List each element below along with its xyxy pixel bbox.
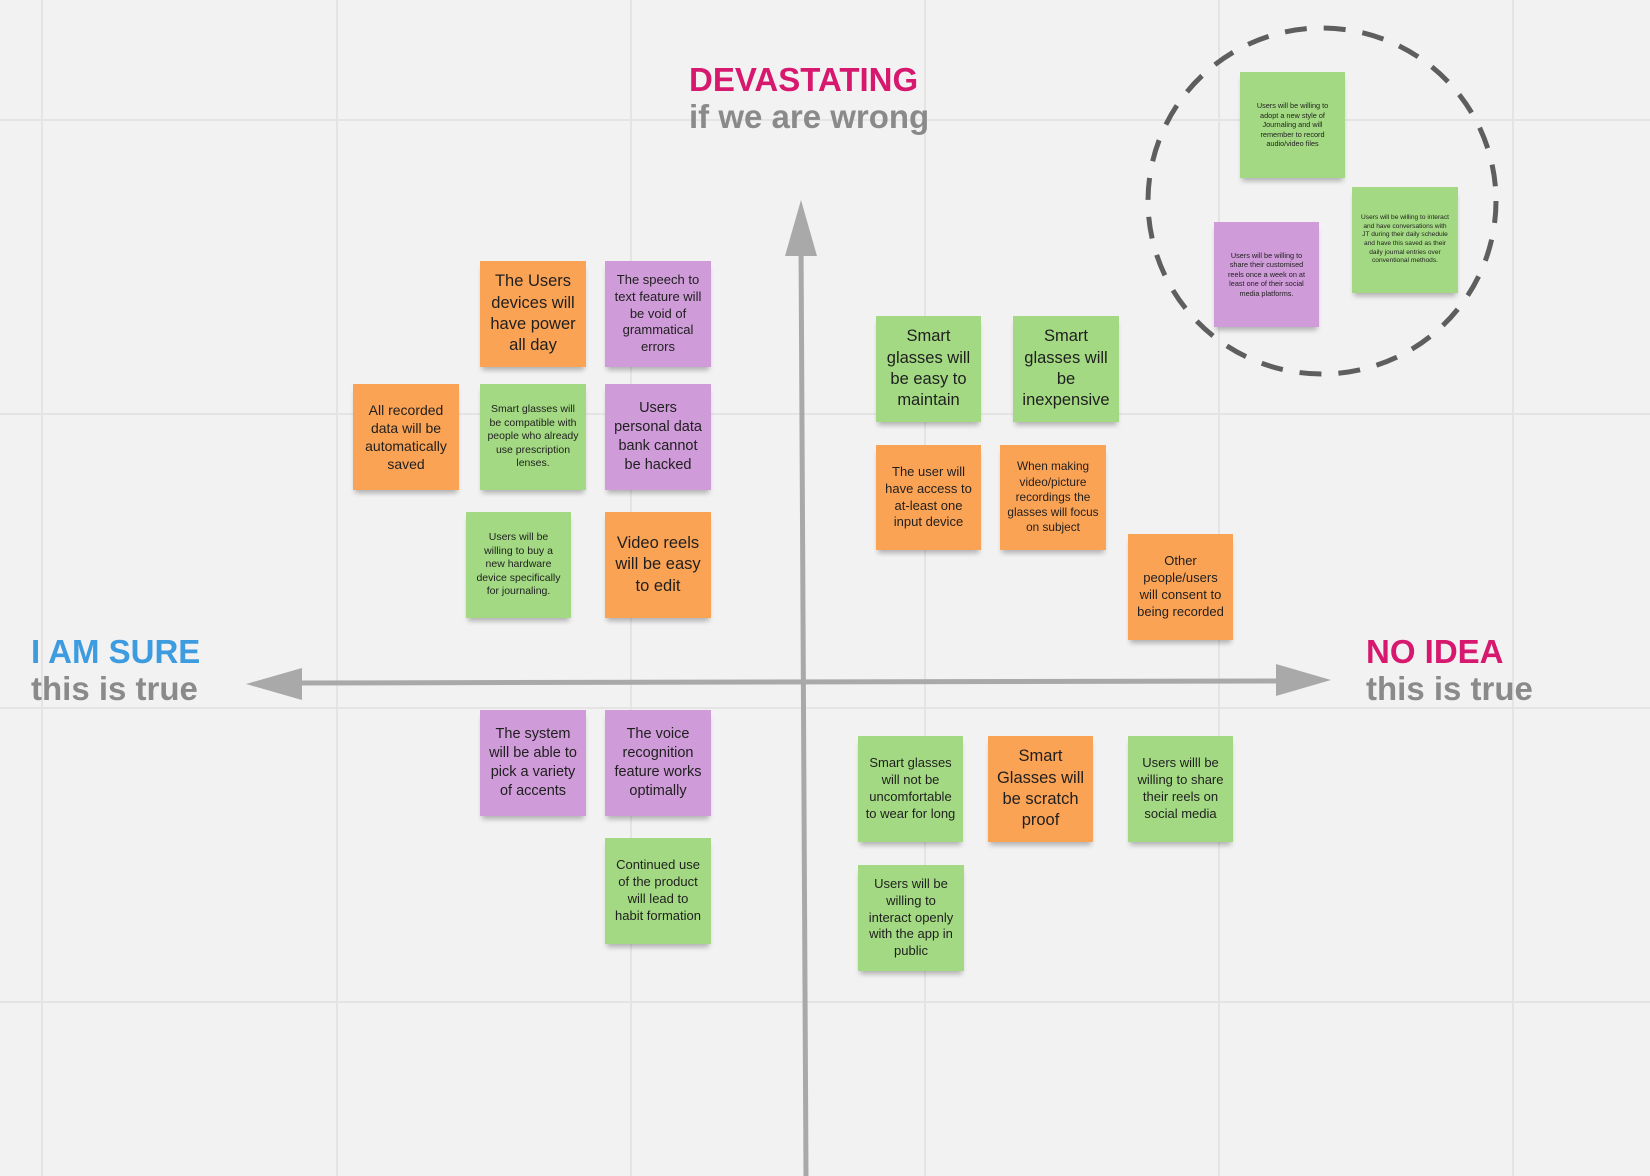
label-devastating: DEVASTATING if we are wrong [689,61,930,136]
sticky-note-text: Smart glasses will not be uncomfortable … [865,755,956,821]
sticky-note-consent-recording[interactable]: Other people/users will consent to being… [1128,534,1233,640]
sticky-note-habit-formation[interactable]: Continued use of the product will lead t… [605,838,711,944]
sticky-note-text: The user will have access to at-least on… [885,463,972,530]
sticky-note-text: Smart glasses will be compatible with pe… [487,402,579,470]
sticky-note-speech-to-text[interactable]: The speech to text feature will be void … [605,261,711,367]
label-i-am-sure-headline: I AM SURE [31,633,201,670]
sticky-note-data-bank-secure[interactable]: Users personal data bank cannot be hacke… [605,384,711,490]
horizontal-axis-arrow [246,664,1331,700]
label-devastating-sub: if we are wrong [689,97,930,135]
sticky-note-text: Users will be willing to adopt a new sty… [1256,101,1329,149]
sticky-note-inexpensive[interactable]: Smart glasses will be inexpensive [1013,316,1119,422]
label-no-idea: NO IDEA this is true [1366,633,1533,708]
sticky-note-text: Smart glasses will be inexpensive [1022,327,1110,410]
label-no-idea-sub: this is true [1366,669,1533,707]
sticky-note-text: Users will be willing to share their cus… [1227,250,1306,298]
dashed-circle-grouping [1145,25,1499,377]
sticky-note-devices-power[interactable]: The Users devices will have power all da… [480,261,586,367]
sticky-note-easy-to-maintain[interactable]: Smart glasses will be easy to maintain [876,316,981,422]
label-i-am-sure-sub: this is true [31,669,198,707]
sticky-note-data-auto-saved[interactable]: All recorded data will be automatically … [353,384,459,490]
label-devastating-headline: DEVASTATING [689,61,919,98]
sticky-note-text: The voice recognition feature works opti… [614,726,702,799]
sticky-note-prescription-lenses[interactable]: Smart glasses will be compatible with pe… [480,384,586,490]
sticky-note-scratch-proof[interactable]: Smart Glasses will be scratch proof [988,736,1093,842]
sticky-note-text: Users willl be willing to share their re… [1137,755,1224,821]
sticky-note-focus-on-subject[interactable]: When making video/picture recordings the… [1000,445,1106,550]
sticky-note-share-reels-weekly[interactable]: Users will be willing to share their cus… [1214,222,1319,327]
sticky-note-text: Users will be willing to interact and ha… [1361,214,1449,265]
sticky-note-text: Users will be willing to buy a new hardw… [476,530,561,598]
vertical-axis-arrow [785,200,817,1176]
label-i-am-sure: I AM SURE this is true [31,633,201,708]
sticky-note-text: Other people/users will consent to being… [1137,553,1224,619]
sticky-note-voice-recognition[interactable]: The voice recognition feature works opti… [605,710,711,816]
sticky-note-interact-with-jt[interactable]: Users will be willing to interact and ha… [1352,187,1458,293]
sticky-note-text: The Users devices will have power all da… [490,272,576,355]
sticky-note-input-device[interactable]: The user will have access to at-least on… [876,445,981,550]
sticky-note-buy-hardware[interactable]: Users will be willing to buy a new hardw… [466,512,571,618]
sticky-note-comfortable-wear[interactable]: Smart glasses will not be uncomfortable … [858,736,963,842]
sticky-note-share-on-social[interactable]: Users willl be willing to share their re… [1128,736,1233,842]
sticky-note-text: Users will be willing to interact openly… [868,875,954,959]
sticky-note-text: The speech to text feature will be void … [614,271,702,355]
sticky-note-text: Smart glasses will be easy to maintain [886,327,971,410]
sticky-note-adopt-journaling[interactable]: Users will be willing to adopt a new sty… [1240,72,1345,178]
sticky-note-text: When making video/picture recordings the… [1007,459,1099,535]
sticky-note-text: Smart Glasses will be scratch proof [996,747,1085,830]
sticky-note-text: Video reels will be easy to edit [615,533,701,595]
label-no-idea-headline: NO IDEA [1366,633,1504,670]
sticky-note-text: The system will be able to pick a variet… [489,726,577,799]
sticky-note-interact-public[interactable]: Users will be willing to interact openly… [858,865,964,971]
sticky-note-text: All recorded data will be automatically … [365,401,447,473]
sticky-note-text: Users personal data bank cannot be hacke… [614,400,702,473]
sticky-note-variety-accents[interactable]: The system will be able to pick a variet… [480,710,586,816]
sticky-note-reels-easy-edit[interactable]: Video reels will be easy to edit [605,512,711,618]
sticky-note-text: Continued use of the product will lead t… [615,857,701,923]
